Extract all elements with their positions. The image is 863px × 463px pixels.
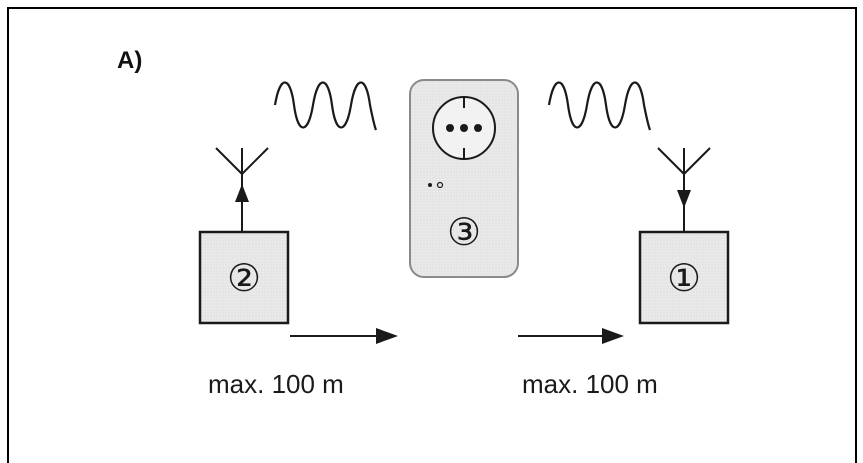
receiver-number: ① xyxy=(667,258,701,300)
radio-wave-left xyxy=(273,81,378,131)
transmitter-number: ② xyxy=(227,258,261,300)
panel-label: A) xyxy=(117,47,142,74)
distance-arrow-right xyxy=(518,328,624,344)
receiver-antenna-icon xyxy=(657,147,711,232)
distance-label-left: max. 100 m xyxy=(208,369,344,399)
receiver-device: ① xyxy=(638,230,730,325)
transmitter-device: ② xyxy=(198,230,290,325)
repeater-number: ③ xyxy=(447,212,481,254)
distance-label-right: max. 100 m xyxy=(522,369,658,399)
radio-wave-right xyxy=(547,81,652,131)
led-indicator-icon xyxy=(428,183,432,187)
transmitter-antenna-icon xyxy=(215,147,269,232)
repeater-device: ③ xyxy=(409,79,519,278)
distance-arrow-left xyxy=(290,328,398,344)
